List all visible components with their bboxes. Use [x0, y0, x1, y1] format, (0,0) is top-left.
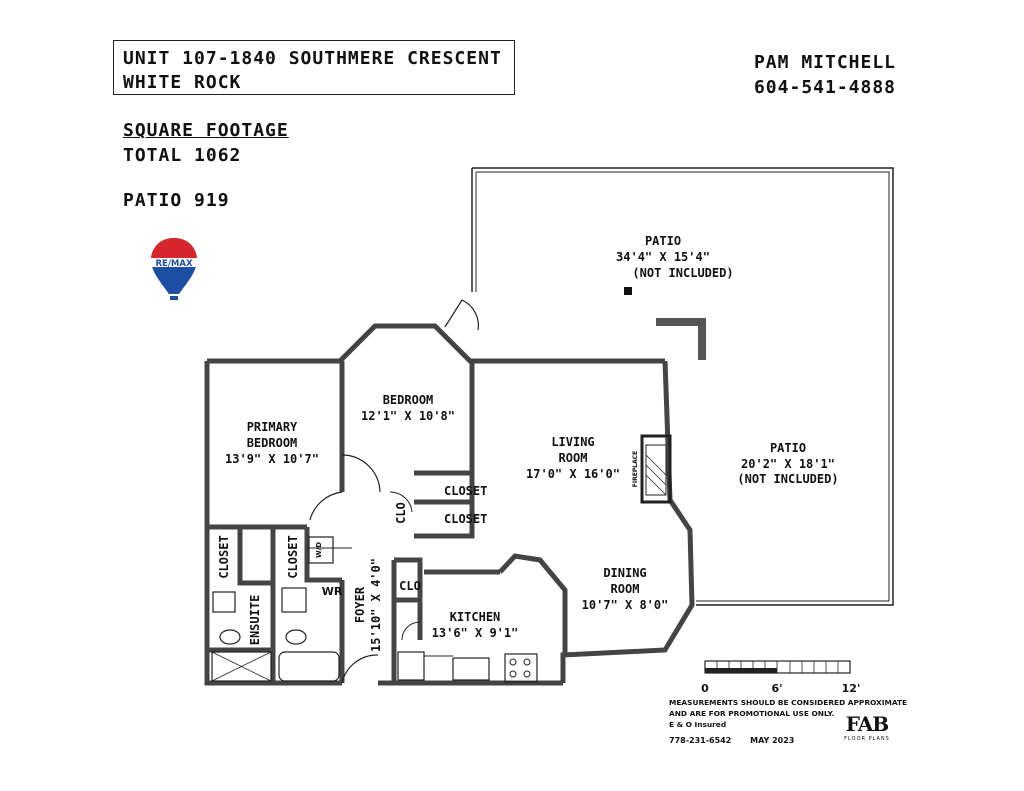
- patio-top-dims: 34'4" X 15'4": [616, 250, 710, 264]
- remax-logo: RE/MAX: [148, 236, 200, 306]
- clo-bedroom-label: CLO: [394, 502, 408, 524]
- primary-name-1: PRIMARY: [247, 420, 298, 434]
- scale-label-12: 12': [842, 682, 861, 695]
- patio-right-note: (NOT INCLUDED): [737, 472, 838, 486]
- living-name-2: ROOM: [559, 451, 588, 465]
- exterior-wall: [207, 323, 665, 364]
- footer-contact: 778-231-6542 MAY 2023: [669, 736, 810, 745]
- disclaimer-line-3: E & O Insured: [669, 720, 727, 729]
- agent-name: PAM MITCHELL: [753, 52, 897, 73]
- closet-1-label: CLOSET: [444, 484, 487, 498]
- living-dims: 17'0" X 16'0": [526, 467, 620, 481]
- wd-label: W/D: [315, 542, 323, 558]
- fab-logo: FAB FLOOR PLANS: [842, 712, 892, 742]
- bedroom-dims: 12'1" X 10'8": [361, 409, 455, 423]
- kitchen-name: KITCHEN: [450, 610, 501, 624]
- scale-label-0: 0: [701, 682, 709, 695]
- living-name-1: LIVING: [551, 435, 594, 449]
- sqft-heading: SQUARE FOOTAGE: [123, 120, 289, 141]
- disclaimer-line-1: MEASUREMENTS SHOULD BE CONSIDERED APPROX…: [669, 698, 908, 707]
- clo-kitchen-label: CLO: [399, 579, 421, 593]
- wr-label: WR: [322, 585, 343, 598]
- patio-sqft: PATIO 919: [123, 190, 230, 211]
- address-line-1: UNIT 107-1840 SOUTHMERE CRESCENT: [123, 48, 502, 69]
- scale-bar: 0 6' 12': [701, 660, 861, 695]
- primary-name-2: BEDROOM: [247, 436, 298, 450]
- footer-date: MAY 2023: [750, 736, 795, 745]
- ensuite-label: ENSUITE: [248, 595, 262, 646]
- fab-brand-sub: FLOOR PLANS: [844, 736, 890, 742]
- disclaimer: MEASUREMENTS SHOULD BE CONSIDERED APPROX…: [669, 697, 907, 730]
- foyer-name: FOYER: [353, 586, 367, 623]
- square-footage: SQUARE FOOTAGE TOTAL 1062: [123, 118, 289, 168]
- footer-phone: 778-231-6542: [669, 736, 732, 745]
- patio-top-note: (NOT INCLUDED): [632, 266, 733, 280]
- fireplace-label: FIREPLACE: [632, 451, 639, 487]
- sqft-total: TOTAL 1062: [123, 145, 242, 166]
- foyer-dims: 15'10" X 4'0": [369, 558, 383, 652]
- closet-primary-label: CLOSET: [217, 535, 231, 578]
- address-box: UNIT 107-1840 SOUTHMERE CRESCENT WHITE R…: [113, 40, 515, 95]
- balloon-icon: RE/MAX: [151, 238, 197, 300]
- address-line-2: WHITE ROCK: [123, 72, 242, 93]
- dining-dims: 10'7" X 8'0": [582, 598, 669, 612]
- closet-ensuite-label: CLOSET: [286, 535, 300, 578]
- kitchen-dims: 13'6" X 9'1": [432, 626, 519, 640]
- patio-top-name: PATIO: [645, 234, 681, 248]
- patio-right-name: PATIO: [770, 441, 806, 455]
- patio-right-dims: 20'2" X 18'1": [741, 457, 835, 471]
- primary-dims: 13'9" X 10'7": [225, 452, 319, 466]
- bedroom-name: BEDROOM: [383, 393, 434, 407]
- dining-name-2: ROOM: [611, 582, 640, 596]
- agent-phone: 604-541-4888: [753, 77, 897, 98]
- patio-outline: [472, 167, 894, 606]
- disclaimer-line-2: AND ARE FOR PROMOTIONAL USE ONLY.: [669, 709, 835, 718]
- logo-text: RE/MAX: [155, 259, 192, 269]
- fab-brand: FAB: [845, 712, 889, 736]
- dining-name-1: DINING: [603, 566, 646, 580]
- closet-2-label: CLOSET: [444, 512, 487, 526]
- agent-info: PAM MITCHELL 604-541-4888: [745, 50, 905, 100]
- scale-label-6: 6': [771, 682, 782, 695]
